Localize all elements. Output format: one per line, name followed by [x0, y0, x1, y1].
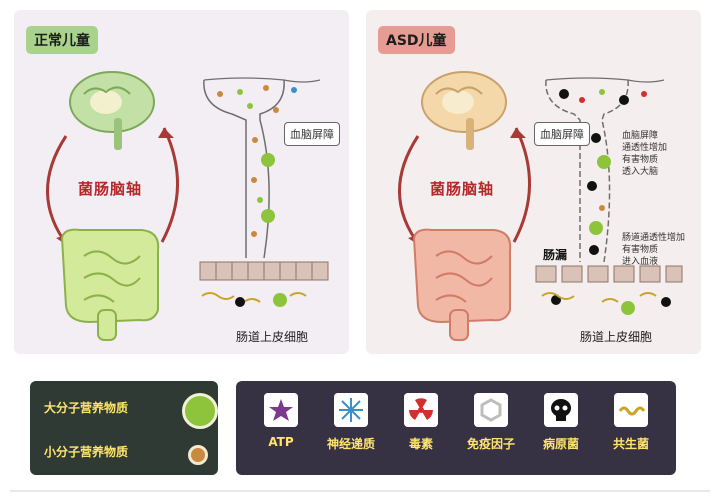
legend-label: 共生菌 [612, 437, 649, 451]
arrow-down-icon [398, 135, 422, 247]
large-nutrient-label: 大分子营养物质 [44, 401, 129, 415]
divider [10, 490, 710, 492]
asd-leak-label: 肠漏 [543, 248, 568, 262]
burst-icon [334, 393, 368, 427]
substance-legend: ATP 神经递质 毒素 免疫因子 [236, 381, 676, 475]
brain-icon [69, 71, 155, 150]
star-icon [264, 393, 298, 427]
asd-bbb-label: 血脑屏障 [534, 122, 590, 146]
legend-label: ATP [268, 435, 294, 449]
normal-gut-label: 肠道上皮细胞 [236, 330, 309, 344]
hexagon-icon [474, 393, 508, 427]
normal-bbb-label: 血脑屏障 [284, 122, 340, 146]
wave-icon [614, 393, 648, 427]
particles [217, 85, 297, 307]
nutrient-legend: 大分子营养物质 小分子营养物质 [30, 381, 218, 475]
normal-diagram [46, 71, 329, 341]
normal-child-panel: 正常儿童 菌肠脑轴 血脑屏障 肠道上皮细胞 [14, 10, 349, 354]
legend-item-neurotransmitter: 神经递质 [316, 393, 386, 452]
radiation-icon [404, 393, 438, 427]
asd-diagram [398, 71, 683, 341]
asd-gut-label: 肠道上皮细胞 [580, 330, 653, 344]
legend-item-atp: ATP [246, 393, 316, 449]
arrow-up-icon [512, 127, 531, 243]
asd-child-panel: ASD儿童 菌肠脑轴 血脑屏障 血脑屏障 通透性增加 有害物质 透入大脑 肠道通… [366, 10, 701, 354]
asd-bbb-note: 血脑屏障 通透性增加 有害物质 透入大脑 [622, 131, 668, 177]
arrow-down-icon [46, 135, 70, 247]
legend-label: 免疫因子 [466, 437, 515, 451]
brain-icon [421, 71, 507, 150]
asd-axis-label: 菌肠脑轴 [430, 180, 495, 198]
epithelial-cells [535, 265, 683, 283]
legend-item-toxin: 毒素 [386, 393, 456, 452]
legend-label: 神经递质 [326, 437, 375, 451]
intestine-icon [60, 228, 160, 341]
legend-item-commensal: 共生菌 [596, 393, 666, 452]
epithelial-cells [199, 261, 329, 281]
legend-label: 毒素 [408, 437, 433, 451]
normal-axis-label: 菌肠脑轴 [78, 180, 143, 198]
legend-label: 病原菌 [542, 437, 579, 451]
skull-icon [544, 393, 578, 427]
small-nutrient-icon [188, 445, 208, 465]
intestine-icon [412, 228, 512, 341]
arrow-up-icon [160, 127, 179, 243]
legend-item-pathogen: 病原菌 [526, 393, 596, 452]
legend-item-immune-factor: 免疫因子 [456, 393, 526, 452]
asd-gut-note: 肠道通透性增加 有害物质 进入血液 [622, 233, 686, 267]
particles [551, 89, 671, 315]
asd-title: ASD儿童 [378, 26, 455, 54]
small-nutrient-label: 小分子营养物质 [44, 445, 129, 459]
normal-title: 正常儿童 [26, 26, 98, 54]
large-nutrient-icon [182, 393, 218, 429]
